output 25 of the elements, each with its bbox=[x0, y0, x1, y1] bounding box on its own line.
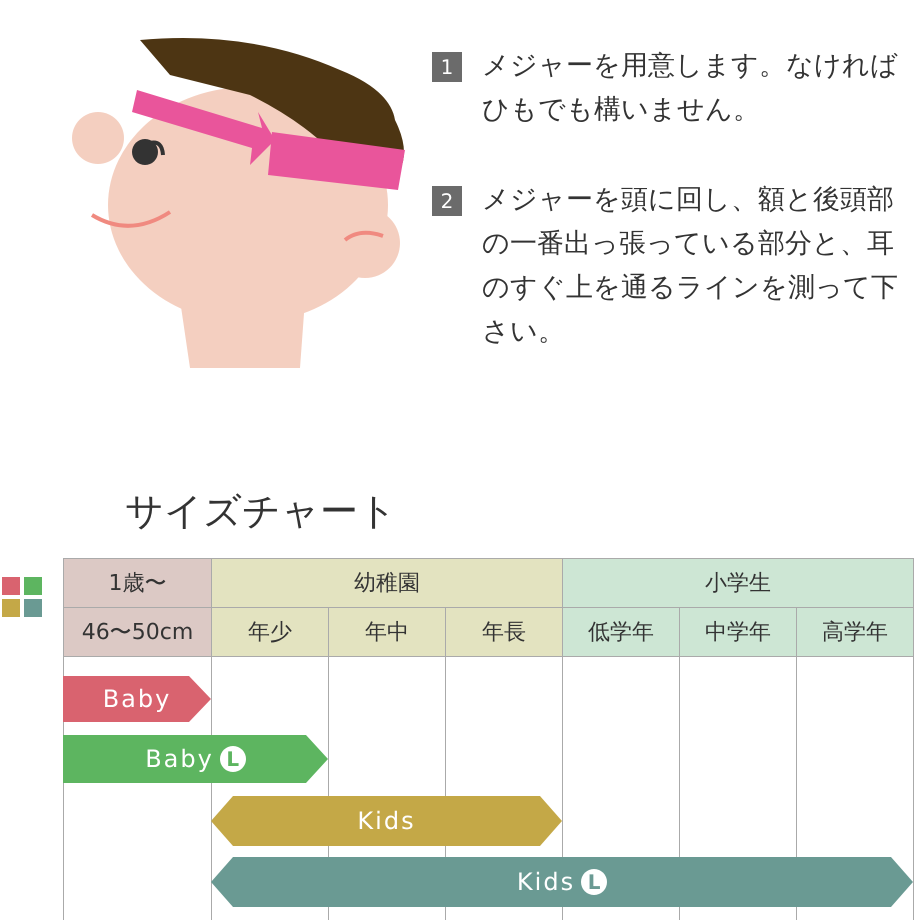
chart-title: サイズチャート bbox=[125, 488, 397, 535]
size-badge: L bbox=[581, 869, 608, 895]
table-header-cell: 小学生 bbox=[562, 558, 914, 608]
instruction-text: メジャーを頭に回し、額と後頭部の一番出っ張っている部分と、耳のすぐ上を通るラインを測って下さい。 bbox=[482, 183, 899, 349]
size-range-bar bbox=[63, 676, 211, 722]
size-label: Kids bbox=[357, 807, 416, 835]
table-header-cell: 46〜50cm bbox=[63, 607, 212, 657]
table-header-cell: 中学年 bbox=[679, 607, 797, 657]
step-number: 1 bbox=[432, 52, 462, 82]
size-label: Baby bbox=[145, 745, 214, 773]
table-header-cell: 年中 bbox=[328, 607, 446, 657]
table-header-cell: 低学年 bbox=[562, 607, 680, 657]
instruction-text: メジャーを用意します。なければひもでも構いません。 bbox=[482, 49, 899, 127]
size-range-bar bbox=[211, 857, 913, 907]
table-header-cell: 幼稚園 bbox=[211, 558, 563, 608]
size-label: Kids bbox=[516, 868, 576, 896]
size-range-bar bbox=[211, 796, 562, 846]
size-label: Baby bbox=[102, 685, 172, 713]
size-range-bar bbox=[63, 735, 328, 783]
step-number: 2 bbox=[432, 186, 462, 216]
table-header-cell: 年長 bbox=[445, 607, 563, 657]
table-header-cell: 高学年 bbox=[796, 607, 914, 657]
table-header-cell: 年少 bbox=[211, 607, 329, 657]
table-header-cell: 1歳〜 bbox=[63, 558, 212, 608]
size-badge: L bbox=[220, 746, 246, 772]
